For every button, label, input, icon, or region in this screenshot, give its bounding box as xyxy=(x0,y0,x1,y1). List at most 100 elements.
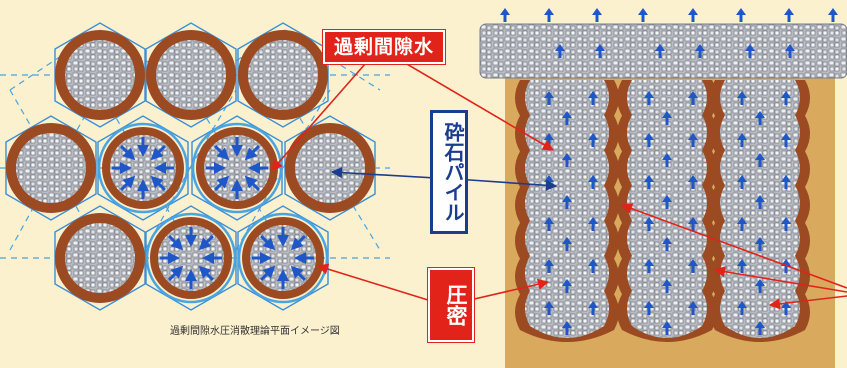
upflow-arrow-icon xyxy=(688,217,698,231)
upflow-arrow-icon xyxy=(755,279,765,293)
upflow-arrow-icon xyxy=(737,217,747,231)
upflow-arrow-icon xyxy=(562,279,572,293)
upflow-arrow-icon xyxy=(544,91,554,105)
upflow-arrow-icon xyxy=(781,91,791,105)
inflow-arrow-icon xyxy=(150,145,166,161)
upflow-arrow-icon xyxy=(562,237,572,251)
plan-pile xyxy=(238,30,328,120)
upflow-arrow-icon xyxy=(781,175,791,189)
plan-pile xyxy=(55,213,145,303)
upflow-arrow-icon xyxy=(588,175,598,189)
upflow-arrow-icon xyxy=(688,175,698,189)
upflow-arrow-icon xyxy=(644,217,654,231)
upflow-arrow-icon xyxy=(662,195,672,209)
upflow-arrow-icon xyxy=(655,44,665,58)
upflow-arrow-icon xyxy=(544,8,554,22)
upflow-arrow-icon xyxy=(662,321,672,335)
inflow-arrow-icon xyxy=(120,175,136,191)
upflow-arrow-icon xyxy=(588,217,598,231)
upflow-arrow-icon xyxy=(755,321,765,335)
upflow-arrow-icon xyxy=(588,133,598,147)
inflow-arrow-icon xyxy=(168,265,184,281)
upflow-arrow-icon xyxy=(588,301,598,315)
inflow-arrow-icon xyxy=(290,235,306,251)
upflow-arrow-icon xyxy=(562,153,572,167)
upflow-arrow-icon xyxy=(544,259,554,273)
upflow-arrow-icon xyxy=(755,237,765,251)
upflow-arrow-icon xyxy=(737,259,747,273)
upflow-arrow-icon xyxy=(688,301,698,315)
inflow-arrow-icon xyxy=(198,265,214,281)
upflow-arrow-icon xyxy=(500,8,510,22)
upflow-arrow-icon xyxy=(781,301,791,315)
label-compaction: 圧密 xyxy=(428,268,474,342)
upflow-arrow-icon xyxy=(688,91,698,105)
upflow-arrow-icon xyxy=(544,301,554,315)
upflow-arrow-icon xyxy=(562,111,572,125)
leader-lines xyxy=(271,46,847,310)
upflow-arrow-icon xyxy=(644,91,654,105)
plan-pile xyxy=(55,30,145,120)
plan-pile xyxy=(191,122,283,214)
upflow-arrow-icon xyxy=(562,321,572,335)
label-excess-pore-water: 過剰間隙水 xyxy=(323,30,445,64)
plan-pile xyxy=(237,212,329,304)
upflow-arrow-icon xyxy=(828,8,838,22)
inflow-arrow-icon xyxy=(214,145,230,161)
inflow-arrow-icon xyxy=(244,175,260,191)
upflow-arrow-icon xyxy=(592,8,602,22)
inflow-arrow-icon xyxy=(290,265,306,281)
upflow-arrow-icon xyxy=(755,153,765,167)
upflow-arrow-icon xyxy=(555,44,565,58)
label-stone-pile: 砕石パイル xyxy=(430,110,468,234)
upflow-arrow-icon xyxy=(588,259,598,273)
inflow-arrow-icon xyxy=(244,145,260,161)
upflow-arrow-icon xyxy=(781,133,791,147)
upflow-arrow-icon xyxy=(688,259,698,273)
plan-pile xyxy=(6,123,96,213)
upflow-arrow-icon xyxy=(688,8,698,22)
inflow-arrow-icon xyxy=(150,175,166,191)
plan-view-piles xyxy=(6,30,375,304)
upflow-arrow-icon xyxy=(662,153,672,167)
figure-caption: 過剰間隙水圧消散理論平面イメージ図 xyxy=(170,326,340,337)
upflow-arrow-icon xyxy=(784,8,794,22)
upflow-arrow-icon xyxy=(737,91,747,105)
upflow-arrow-icon xyxy=(638,8,648,22)
upflow-arrow-icon xyxy=(695,44,705,58)
upflow-arrow-icon xyxy=(785,44,795,58)
upflow-arrow-icon xyxy=(755,111,765,125)
upflow-arrow-icon xyxy=(737,301,747,315)
plan-pile xyxy=(285,123,375,213)
upflow-arrow-icon xyxy=(595,44,605,58)
upflow-arrow-icon xyxy=(662,237,672,251)
upflow-arrow-icon xyxy=(781,217,791,231)
upflow-arrow-icon xyxy=(544,217,554,231)
inflow-arrow-icon xyxy=(168,235,184,251)
upflow-arrow-icon xyxy=(662,111,672,125)
upflow-arrow-icon xyxy=(562,195,572,209)
upflow-arrow-icon xyxy=(736,8,746,22)
upflow-arrow-icon xyxy=(755,195,765,209)
upflow-arrow-icon xyxy=(644,133,654,147)
upflow-arrow-icon xyxy=(644,175,654,189)
plan-pile xyxy=(146,30,236,120)
upflow-arrow-icon xyxy=(688,133,698,147)
upflow-arrow-icon xyxy=(588,91,598,105)
upflow-arrow-icon xyxy=(737,133,747,147)
upflow-arrow-icon xyxy=(737,175,747,189)
plan-pile xyxy=(97,122,189,214)
inflow-arrow-icon xyxy=(198,235,214,251)
inflow-arrow-icon xyxy=(260,265,276,281)
inflow-arrow-icon xyxy=(120,145,136,161)
upflow-arrow-icon xyxy=(644,259,654,273)
inflow-arrow-icon xyxy=(214,175,230,191)
plan-pile xyxy=(145,212,237,304)
inflow-arrow-icon xyxy=(260,235,276,251)
upflow-arrow-icon xyxy=(644,301,654,315)
upflow-arrow-icon xyxy=(745,44,755,58)
section-view xyxy=(479,8,847,368)
upflow-arrow-icon xyxy=(662,279,672,293)
